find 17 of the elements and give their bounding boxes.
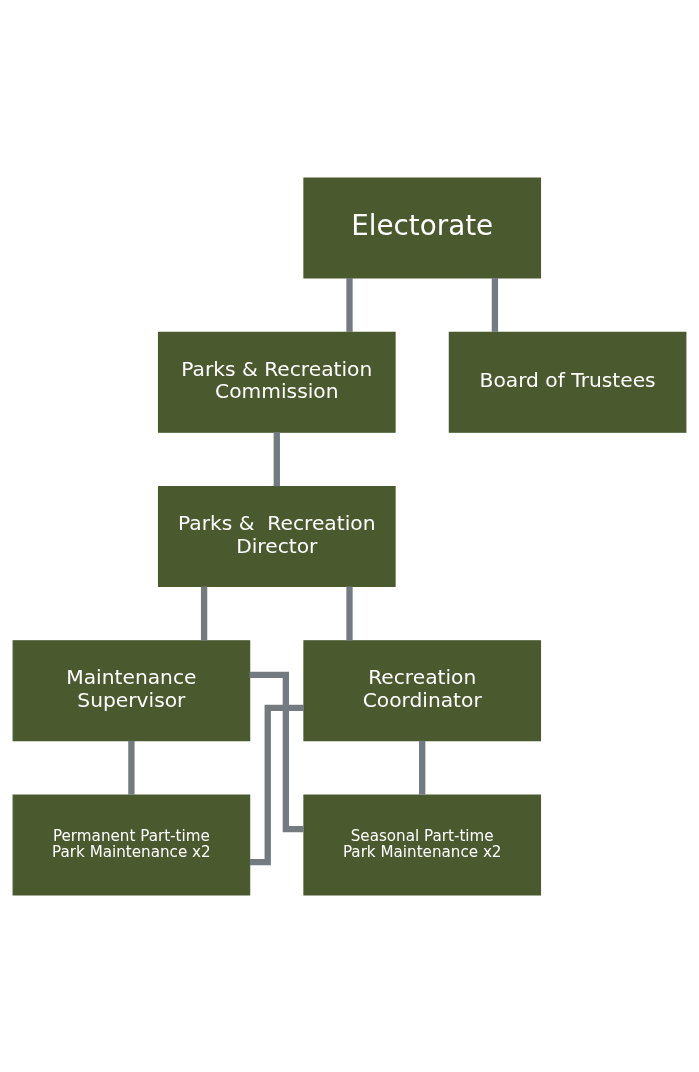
node-box: Seasonal Part-time Park Maintenance x2: [303, 793, 542, 896]
connector: [128, 740, 135, 795]
connector: [249, 704, 304, 865]
connector: [346, 586, 353, 640]
node-box: Recreation Coordinator: [303, 639, 542, 741]
connector: [419, 740, 426, 795]
node-box: Board of Trustees: [448, 331, 687, 433]
node-box: Parks & Recreation Commission: [157, 331, 396, 433]
connector: [491, 277, 499, 332]
connector: [249, 671, 304, 832]
connector: [273, 431, 280, 486]
node-box: Electorate: [303, 176, 542, 279]
connector: [346, 277, 353, 332]
node-box: Parks & Recreation Director: [157, 485, 396, 587]
connector: [200, 586, 208, 640]
node-box: Permanent Part-time Park Maintenance x2: [12, 793, 251, 896]
node-box: Maintenance Supervisor: [12, 639, 251, 741]
